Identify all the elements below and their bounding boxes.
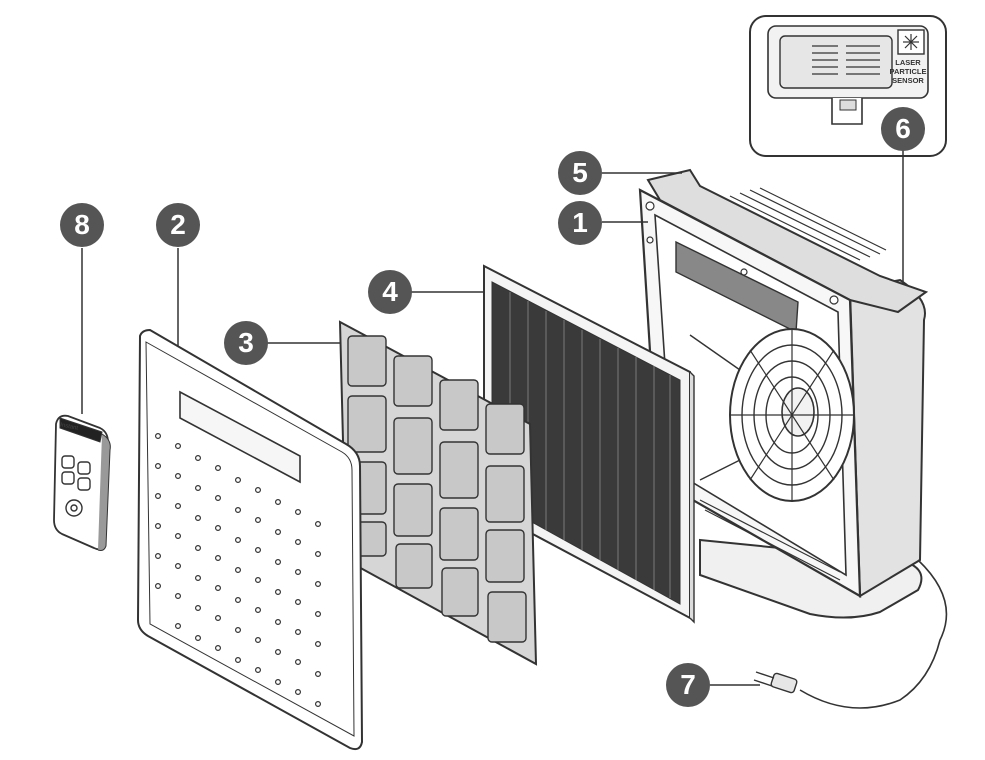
purifier-main-unit bbox=[602, 168, 948, 709]
callout-badge-6: 6 bbox=[881, 107, 925, 151]
sensor-label-line: LASER bbox=[895, 58, 921, 67]
hepa-filter bbox=[410, 264, 695, 624]
cover-perforations bbox=[155, 433, 322, 707]
cover-handle-slot bbox=[179, 390, 301, 484]
plug bbox=[753, 671, 798, 694]
callout-badge-1: 1 bbox=[558, 201, 602, 245]
top-grill bbox=[729, 187, 887, 261]
fan-guard bbox=[689, 328, 855, 502]
callout-badge-2: 2 bbox=[156, 203, 200, 247]
callout-badge-8: 8 bbox=[60, 203, 104, 247]
sensor-label: LASER PARTICLE SENSOR bbox=[880, 58, 936, 85]
sensor-label-line: SENSOR bbox=[892, 76, 924, 85]
callout-badge-7: 7 bbox=[666, 663, 710, 707]
sensor-vent-slots bbox=[812, 45, 880, 75]
front-cover-panel bbox=[136, 248, 364, 751]
callout-badge-5: 5 bbox=[558, 151, 602, 195]
callout-badge-4: 4 bbox=[368, 270, 412, 314]
callout-badge-3: 3 bbox=[224, 321, 268, 365]
pre-filter-mesh bbox=[266, 320, 538, 666]
sensor-label-line: PARTICLE bbox=[889, 67, 927, 76]
laser-particle-sensor-inset bbox=[749, 15, 947, 282]
power-cord bbox=[799, 559, 948, 709]
remote-control bbox=[53, 248, 111, 551]
sensor-burst-icon bbox=[903, 34, 919, 50]
